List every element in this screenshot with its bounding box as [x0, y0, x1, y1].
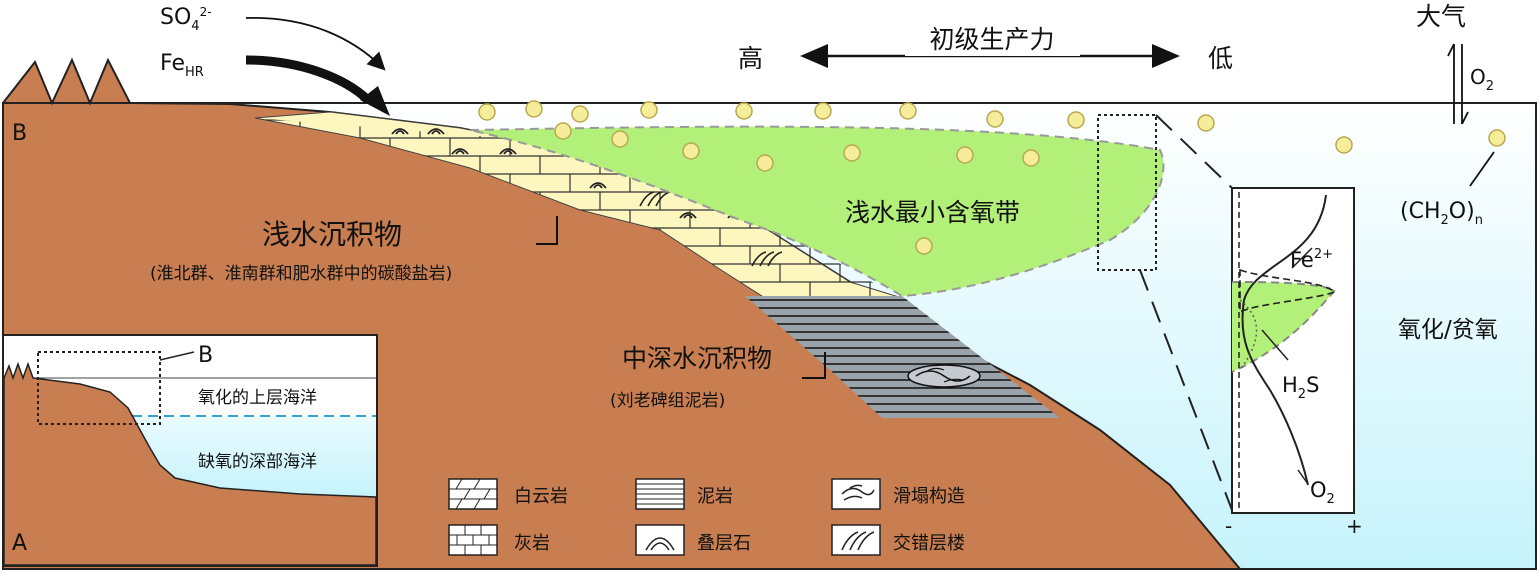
h2s-leader [1261, 329, 1289, 361]
crossbedding-marks [639, 191, 783, 267]
deep-ocean-label: 缺氧的深部海洋 [198, 452, 317, 472]
legend-label-dolomite: 白云岩 [514, 486, 568, 507]
legend-swatch-dolomite [448, 478, 498, 510]
redox-label: 氧化/贫氧 [1398, 317, 1498, 343]
iron-label: FeHR [160, 51, 204, 80]
inset-land [3, 361, 377, 566]
productivity-label-bg [905, 26, 1080, 56]
legend-label-mudstone: 泥岩 [697, 486, 733, 507]
legend-label-stromatolite: 叠层石 [697, 533, 751, 554]
stromatolite-marks [391, 128, 745, 219]
productivity-arrow-left [800, 44, 828, 68]
atmosphere-o2-label: O2 [1470, 65, 1494, 94]
panel-b-letter: B [12, 121, 27, 146]
profile-o2-label: O2 [1310, 478, 1335, 507]
slump-structure [907, 364, 981, 388]
atmosphere-label: 大气 [1416, 2, 1466, 31]
productivity-label: 初级生产力 [929, 25, 1054, 54]
zoom-line-top [1155, 114, 1233, 189]
mid-subtitle: (刘老碑组泥岩) [610, 391, 725, 411]
legend-swatch-limestone [448, 524, 498, 556]
profile-omz [1232, 282, 1335, 372]
legend: 白云岩 泥岩 滑塌构造 灰岩 叠层石 [448, 478, 965, 556]
productivity-arrow-right [1152, 44, 1180, 68]
legend-swatch-crossbed [831, 524, 881, 556]
legend-label-limestone: 灰岩 [514, 533, 550, 554]
legend-label-slump: 滑塌构造 [893, 486, 965, 507]
inset-b-ref: B [198, 343, 213, 368]
fe-leader [1291, 247, 1313, 269]
fe-profile-curve [1239, 268, 1337, 314]
inset-b-leader [159, 351, 195, 361]
legend-swatch-stromatolite [635, 524, 685, 556]
shallow-title: 浅水沉积物 [262, 218, 402, 251]
o2-profile-curve [1241, 194, 1327, 486]
mid-bracket [802, 352, 826, 379]
omz-label: 浅水最小含氧带 [845, 198, 1020, 227]
profile-minus: - [1225, 514, 1232, 538]
profile-plus: + [1346, 514, 1363, 538]
h2s-profile-curve [1239, 299, 1258, 371]
inset-b-box [37, 351, 161, 425]
o2-leader [1297, 469, 1309, 485]
fe-label: Fe2+ [1290, 247, 1333, 272]
zoom-line-bottom [1139, 269, 1233, 511]
zoom-box [1097, 114, 1157, 271]
h2s-label: H2S [1282, 373, 1319, 402]
productivity-high: 高 [738, 44, 763, 73]
iron-arrow-head [360, 86, 390, 116]
inset-a-letter: A [12, 531, 27, 556]
plankton-dots [478, 100, 1506, 255]
sulfate-label: SO42- [160, 5, 212, 34]
legend-swatch-mudstone [635, 478, 685, 510]
iron-arrow-shaft [245, 55, 372, 104]
productivity-low: 低 [1208, 44, 1233, 73]
organic-matter-label: (CH2O)n [1400, 199, 1483, 228]
mid-title: 中深水沉积物 [622, 344, 772, 373]
shallow-bracket [536, 216, 558, 245]
sulfate-arrow [245, 17, 386, 71]
upper-ocean-label: 氧化的上层海洋 [198, 388, 317, 408]
legend-swatch-slump [831, 478, 881, 510]
legend-label-crossbed: 交错层楼 [893, 533, 965, 554]
shallow-subtitle: (淮北群、淮南群和肥水群中的碳酸盐岩) [150, 264, 452, 284]
gas-exchange-arrows [1447, 43, 1469, 125]
oxygen-minimum-zone [469, 125, 1165, 298]
organic-leader [1469, 151, 1495, 187]
